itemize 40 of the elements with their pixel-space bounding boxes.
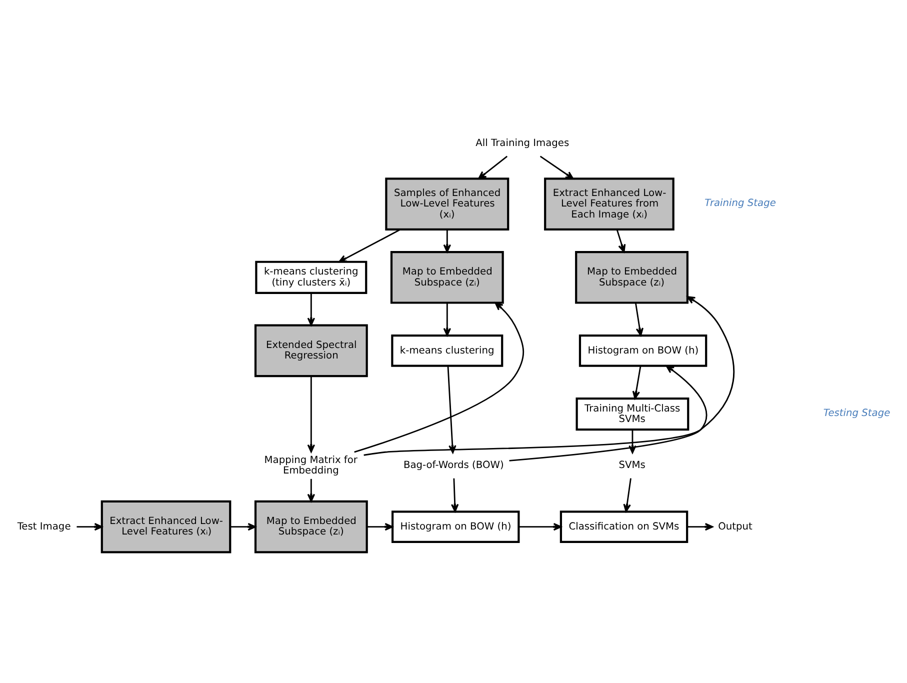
arrow [687,522,714,531]
label: Training Stage [704,198,776,209]
node-box: Extended Spectral Regression [254,324,368,378]
node-box: Samples of Enhanced Low-Level Features (xᵢ) [385,178,510,231]
node-box: Histogram on BOW (h) [578,334,708,367]
arrow [634,302,644,336]
arrow [307,376,316,453]
node-text: Bag-of-Words (BOW) [403,460,504,472]
arrow [443,302,452,336]
arrow [540,156,574,180]
arrow [518,522,562,531]
arrow [307,478,316,502]
node-box: k-means clustering (tiny clusters x̄ᵢ) [255,260,368,294]
node-box: Map to Embedded Subspace (zᵢ) [254,500,368,554]
node-box: Extract Enhanced Low-Level Features from Each Image (xᵢ) [544,178,674,231]
node-text: SVMs [618,460,646,472]
node-box: Training Multi-Class SVMs [576,398,690,431]
node-box: Map to Embedded Subspace (zᵢ) [390,250,504,304]
node-box: Classification on SVMs [560,510,688,544]
arrow [230,522,256,531]
arrow [623,478,632,512]
arrow [509,365,708,462]
node-box: k-means clustering [391,334,504,367]
arrow [76,522,103,531]
node-text: Mapping Matrix for Embedding [264,454,358,476]
arrow [450,478,459,512]
node-text: Output [718,521,752,532]
label: Testing Stage [823,408,890,419]
node-box: Histogram on BOW (h) [392,510,520,544]
node-box: Map to Embedded Subspace (zᵢ) [575,250,688,304]
arrow [632,366,642,400]
arrow [338,228,401,263]
arrow [478,156,508,180]
node-box: Extract Enhanced Low-Level Features (xᵢ) [100,500,232,554]
node-text: All Training Images [476,138,570,150]
arrow [443,230,452,253]
arrow [307,292,316,326]
arrow [367,522,393,531]
arrow [616,229,626,253]
node-text: Test Image [17,521,71,532]
